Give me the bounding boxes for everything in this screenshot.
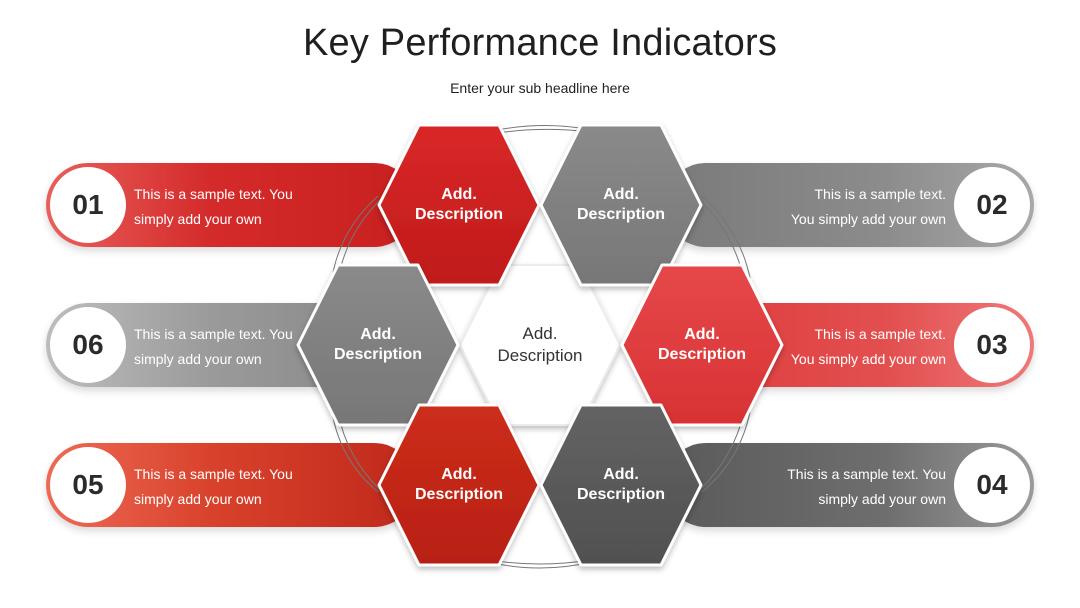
kpi-number-05: 05 xyxy=(50,447,126,523)
connector-arcs xyxy=(331,124,751,569)
kpi-number-02: 02 xyxy=(954,167,1030,243)
kpi-number-01: 01 xyxy=(50,167,126,243)
hexagon-03-label: Add.Description xyxy=(657,326,746,363)
hexagon-05 xyxy=(377,403,541,567)
kpi-number-06: 06 xyxy=(50,307,126,383)
hexagon-01-label: Add.Description xyxy=(414,186,503,223)
hexagon-05-label: Add.Description xyxy=(414,466,503,503)
hexagon-04-label: Add.Description xyxy=(576,466,665,503)
page-title: Key Performance Indicators xyxy=(302,22,778,64)
hexagon-04 xyxy=(539,403,703,567)
kpi-text-03: This is a sample text.You simply add you… xyxy=(790,326,946,367)
kpi-number-04: 04 xyxy=(954,447,1030,523)
kpi-number-03: 03 xyxy=(954,307,1030,383)
kpi-text-02: This is a sample text.You simply add you… xyxy=(790,186,946,227)
hexagon-06-label: Add.Description xyxy=(333,326,422,363)
kpi-bar-02: 02 This is a sample text.You simply add … xyxy=(664,163,1034,247)
center-hexagon-label: Add.Description xyxy=(497,324,583,365)
hexagon-02-label: Add.Description xyxy=(576,186,665,223)
hexagon-01 xyxy=(377,123,541,287)
hexagon-03 xyxy=(620,263,784,427)
page-subtitle: Enter your sub headline here xyxy=(450,80,630,96)
